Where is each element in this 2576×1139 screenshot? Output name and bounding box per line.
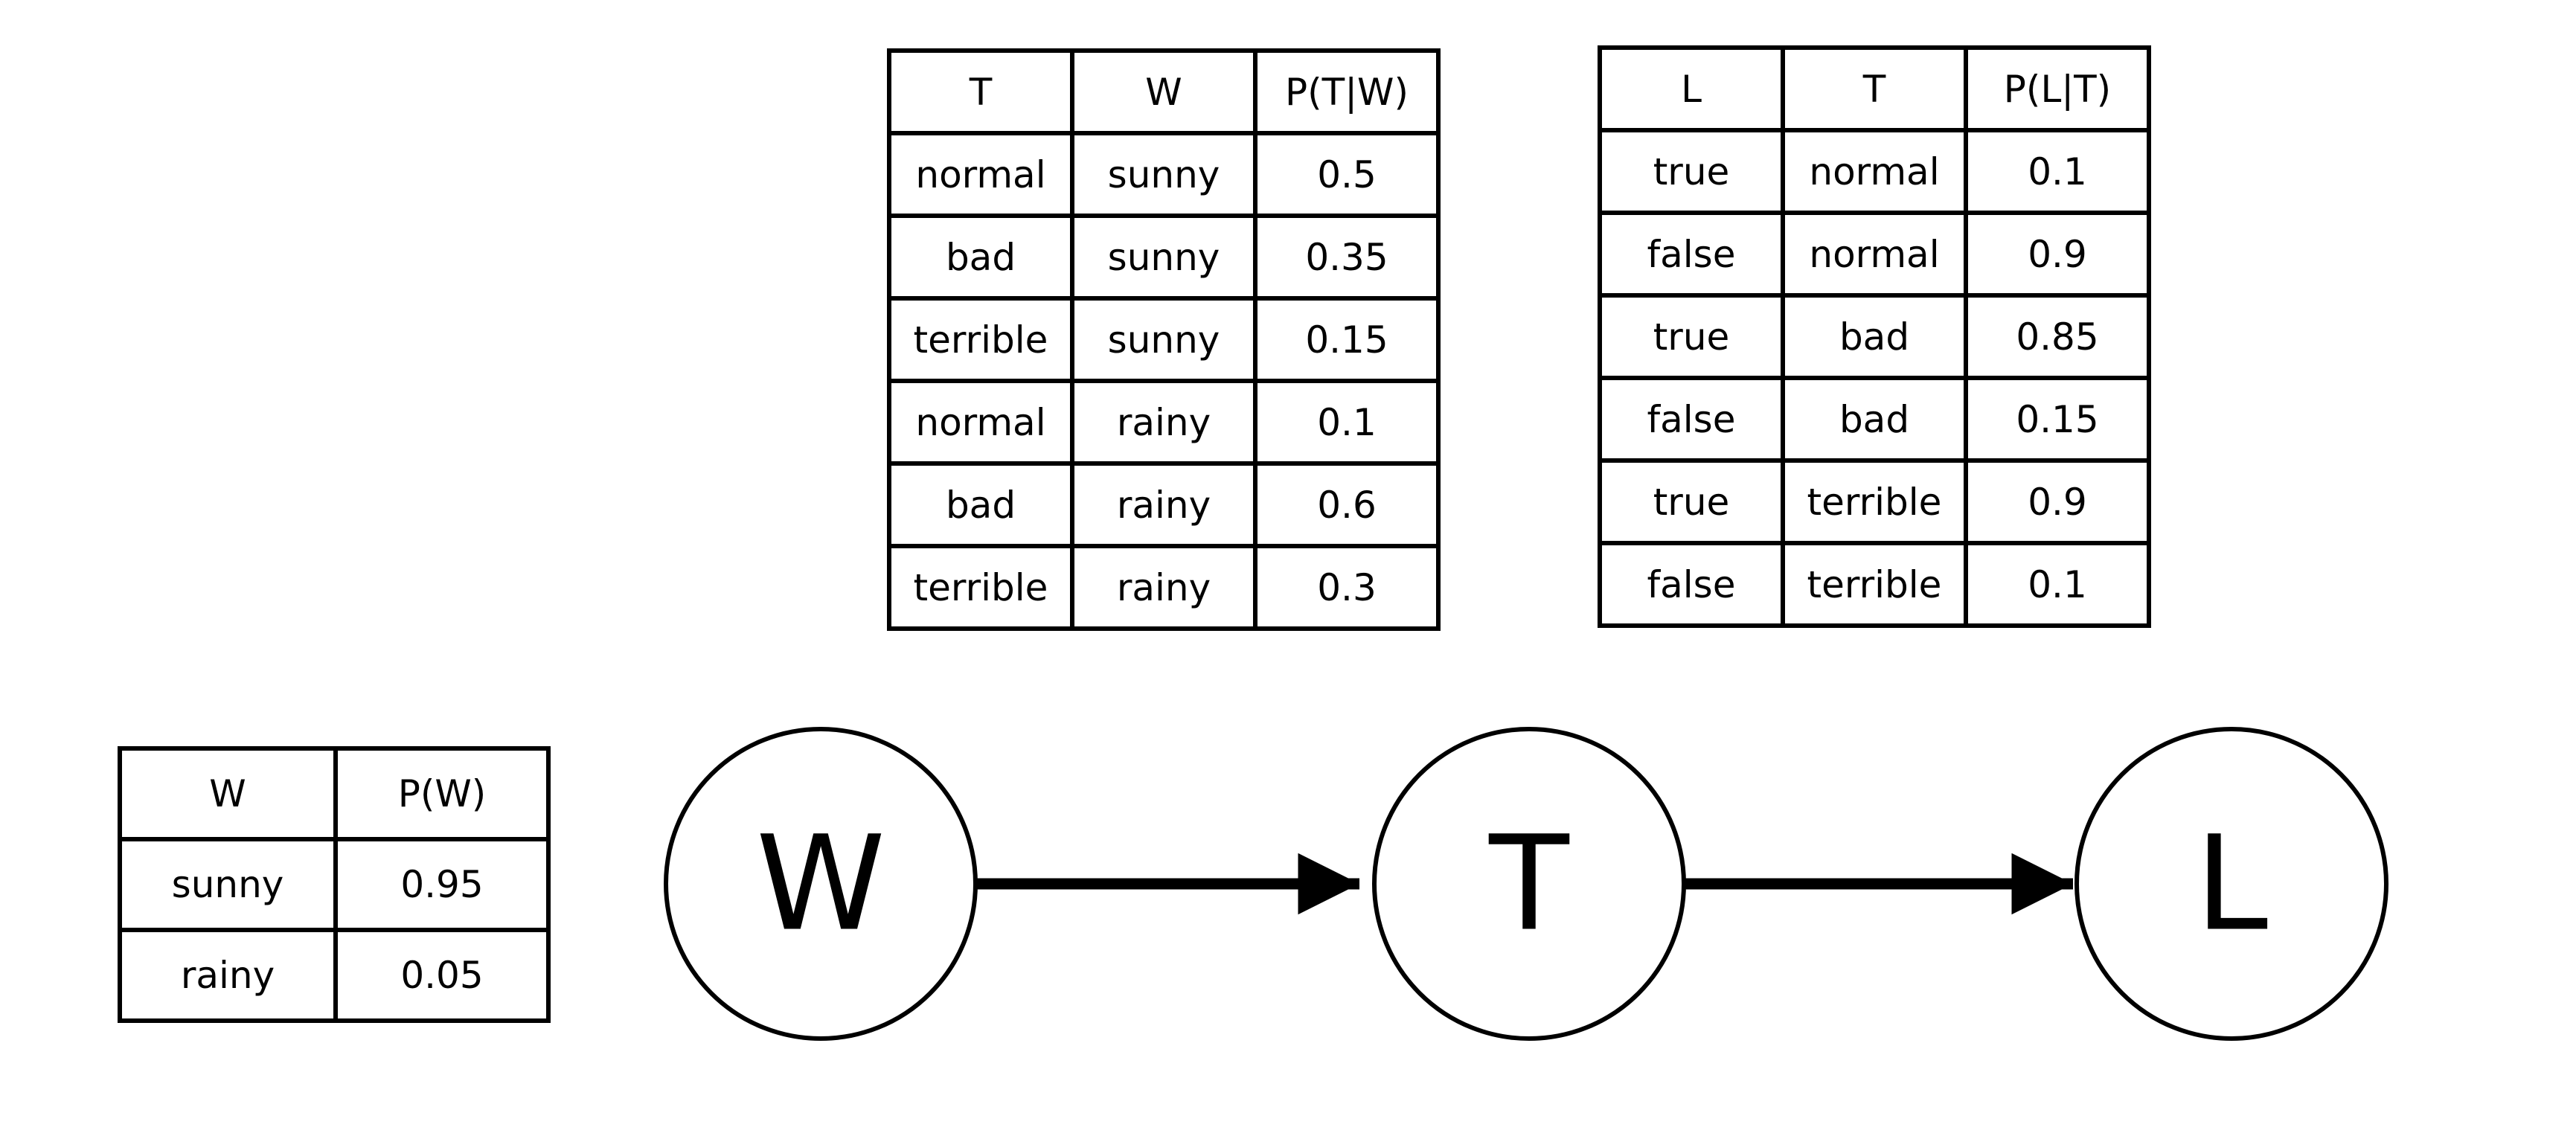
table-row: false terrible 0.1 — [1598, 541, 2151, 628]
table-cell: 0.1 — [1964, 541, 2151, 628]
header-cell: T — [1781, 45, 1968, 132]
table-row: bad sunny 0.35 — [887, 214, 1441, 301]
table-cell: 0.85 — [1964, 293, 2151, 380]
table-cell: terrible — [1781, 541, 1968, 628]
table-header-row: T W P(T|W) — [887, 48, 1441, 135]
node-l: L — [2074, 727, 2388, 1041]
table-cell: sunny — [1070, 296, 1257, 383]
table-cell: sunny — [1070, 214, 1257, 301]
table-row: false normal 0.9 — [1598, 211, 2151, 298]
table-p-w: W P(W) sunny 0.95 rainy 0.05 — [118, 746, 551, 1023]
table-cell: false — [1598, 376, 1785, 463]
table-row: true normal 0.1 — [1598, 128, 2151, 215]
table-p-l-given-t: L T P(L|T) true normal 0.1 false normal … — [1598, 45, 2151, 628]
node-l-circle — [2074, 727, 2388, 1041]
table-row: normal sunny 0.5 — [887, 131, 1441, 218]
table-cell: rainy — [1070, 379, 1257, 466]
header-cell: T — [887, 48, 1074, 135]
table-cell: rainy — [118, 928, 338, 1023]
table-row: rainy 0.05 — [118, 928, 551, 1023]
table-cell: 0.05 — [333, 928, 551, 1023]
table-cell: terrible — [887, 296, 1074, 383]
table-cell: false — [1598, 211, 1785, 298]
table-cell: bad — [1781, 293, 1968, 380]
table-cell: 0.15 — [1964, 376, 2151, 463]
node-l-label: L — [2195, 808, 2268, 960]
table-cell: 0.9 — [1964, 458, 2151, 545]
table-cell: terrible — [887, 544, 1074, 631]
table-cell: 0.6 — [1253, 461, 1441, 548]
table-cell: rainy — [1070, 544, 1257, 631]
table-cell: normal — [1781, 128, 1968, 215]
table-cell: normal — [887, 131, 1074, 218]
table-cell: terrible — [1781, 458, 1968, 545]
table-row: false bad 0.15 — [1598, 376, 2151, 463]
header-cell: L — [1598, 45, 1785, 132]
table-row: terrible sunny 0.15 — [887, 296, 1441, 383]
table-header-row: W P(W) — [118, 746, 551, 841]
table-cell: sunny — [118, 837, 338, 932]
table-cell: rainy — [1070, 461, 1257, 548]
node-w-circle — [664, 727, 978, 1041]
table-row: normal rainy 0.1 — [887, 379, 1441, 466]
table-row: bad rainy 0.6 — [887, 461, 1441, 548]
header-cell: P(T|W) — [1253, 48, 1441, 135]
table-cell: bad — [887, 461, 1074, 548]
node-t-circle — [1372, 727, 1686, 1041]
table-cell: normal — [887, 379, 1074, 466]
table-row: true terrible 0.9 — [1598, 458, 2151, 545]
table-cell: sunny — [1070, 131, 1257, 218]
header-cell: W — [1070, 48, 1257, 135]
node-t-label: T — [1488, 808, 1570, 960]
node-w: W — [664, 727, 978, 1041]
table-cell: bad — [887, 214, 1074, 301]
table-cell: bad — [1781, 376, 1968, 463]
table-cell: false — [1598, 541, 1785, 628]
header-cell: P(L|T) — [1964, 45, 2151, 132]
table-cell: true — [1598, 458, 1785, 545]
table-cell: 0.1 — [1964, 128, 2151, 215]
table-cell: normal — [1781, 211, 1968, 298]
node-w-label: W — [756, 808, 885, 960]
table-cell: 0.15 — [1253, 296, 1441, 383]
table-cell: 0.35 — [1253, 214, 1441, 301]
table-cell: true — [1598, 293, 1785, 380]
node-t: T — [1372, 727, 1686, 1041]
table-header-row: L T P(L|T) — [1598, 45, 2151, 132]
table-row: true bad 0.85 — [1598, 293, 2151, 380]
table-cell: 0.1 — [1253, 379, 1441, 466]
header-cell: W — [118, 746, 338, 841]
table-row: sunny 0.95 — [118, 837, 551, 932]
table-cell: 0.95 — [333, 837, 551, 932]
table-row: terrible rainy 0.3 — [887, 544, 1441, 631]
table-cell: 0.3 — [1253, 544, 1441, 631]
table-cell: 0.5 — [1253, 131, 1441, 218]
header-cell: P(W) — [333, 746, 551, 841]
table-cell: true — [1598, 128, 1785, 215]
table-p-t-given-w: T W P(T|W) normal sunny 0.5 bad sunny 0.… — [887, 48, 1441, 631]
table-cell: 0.9 — [1964, 211, 2151, 298]
